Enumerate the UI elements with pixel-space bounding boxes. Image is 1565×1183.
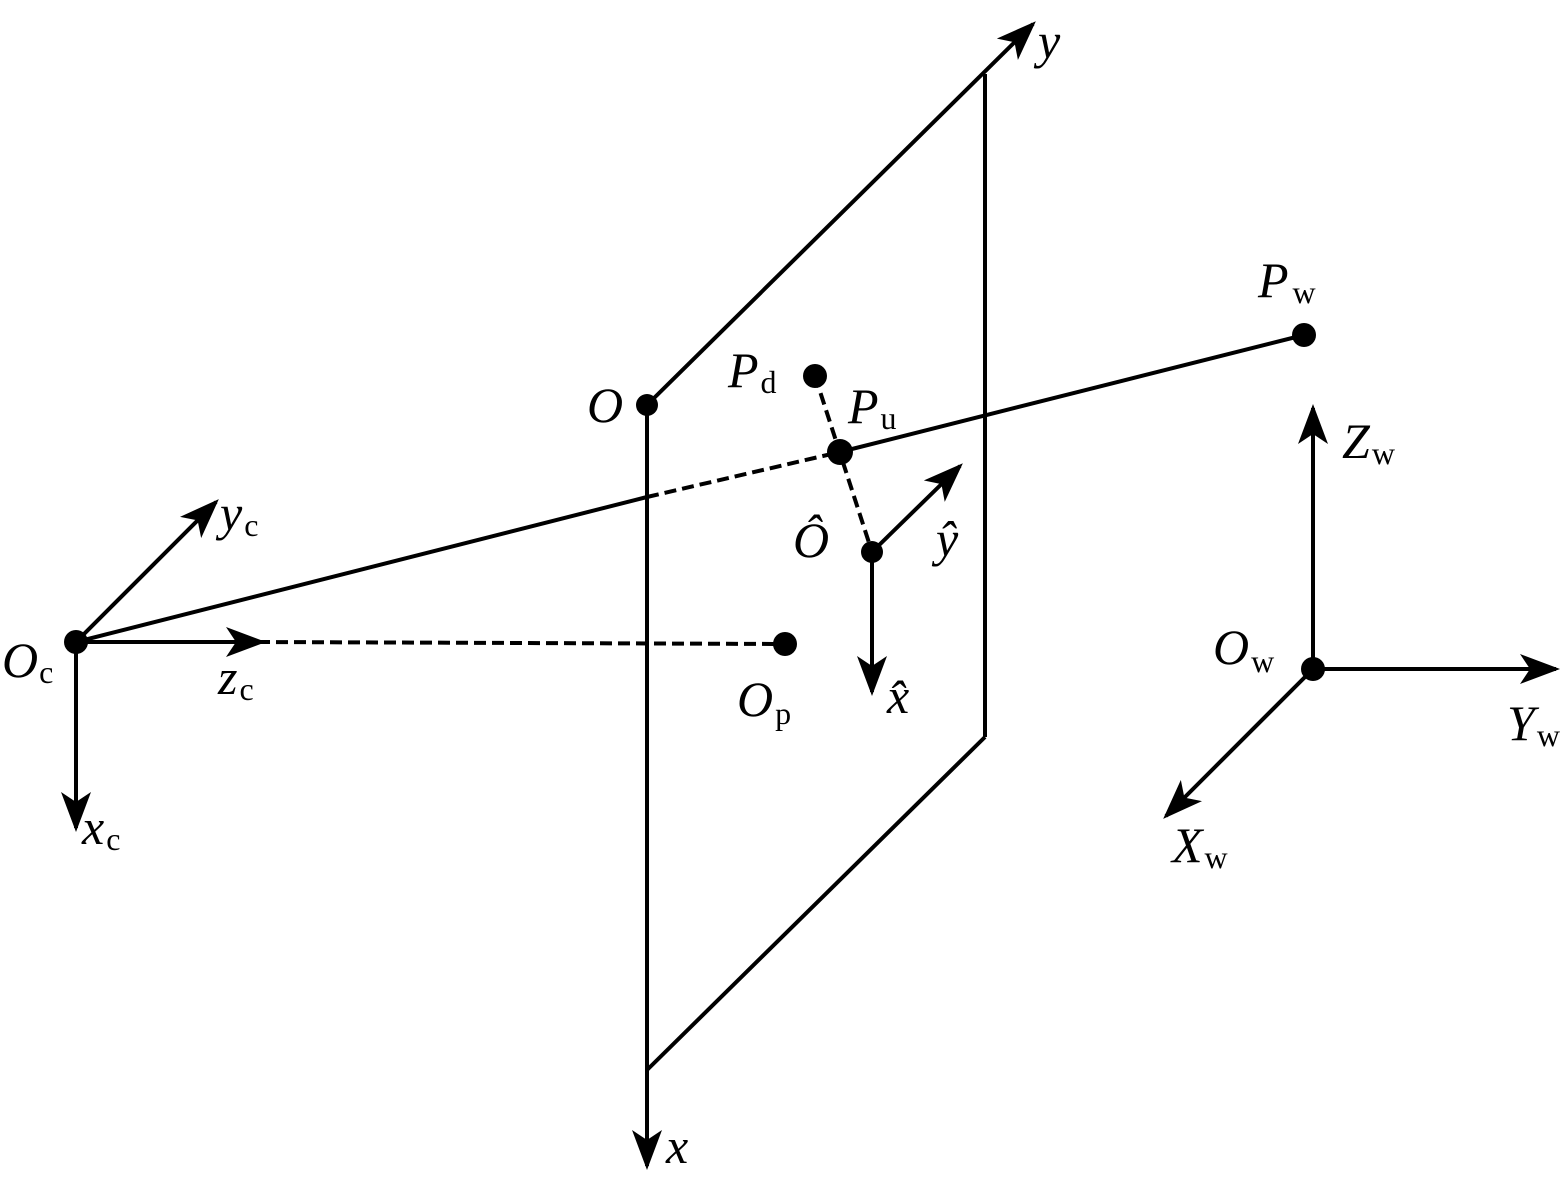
- world-x-label: Xw: [1170, 817, 1228, 875]
- camera-center-dot: [64, 630, 88, 654]
- principal-point-label: Op: [737, 671, 791, 731]
- pixel-x-label: x̂: [886, 668, 909, 724]
- camera-y-axis: [74, 499, 219, 644]
- camera-y-label: yc: [215, 485, 258, 543]
- image-x-label: x: [665, 1118, 688, 1174]
- pixel-origin-label: Ô: [793, 512, 829, 568]
- pixel-frame: [857, 463, 963, 696]
- camera-origin-label: Oc: [2, 632, 53, 690]
- distorted-point-label: Pd: [727, 342, 777, 400]
- camera-x-label: xc: [81, 799, 120, 857]
- world-z-label: Zw: [1342, 413, 1395, 471]
- principal-point-dot: [773, 632, 797, 656]
- world-origin-label: Ow: [1213, 619, 1274, 679]
- world-frame: [1163, 404, 1560, 819]
- pixel-y-axis: [870, 463, 963, 554]
- camera-frame: [61, 499, 266, 832]
- image-plane: [632, 21, 1036, 1170]
- distorted-point-dot: [803, 364, 827, 388]
- world-y-label: Yw: [1507, 695, 1560, 753]
- ray-segment-camera-to-plane: [75, 495, 648, 644]
- image-y-label: y: [1033, 13, 1061, 69]
- optical-axis: [257, 640, 786, 646]
- projection-ray: [75, 333, 1305, 644]
- undistorted-point-label: Pu: [847, 378, 897, 436]
- ray-segment-to-world-point: [839, 333, 1305, 454]
- camera-z-label: zc: [217, 649, 254, 707]
- ray-segment-inside-plane: [646, 450, 841, 499]
- pixel-origin-dot: [861, 541, 883, 563]
- image-origin-label: O: [587, 377, 623, 433]
- world-point-dot: [1292, 323, 1316, 347]
- world-x-axis: [1163, 667, 1315, 819]
- image-plane-bottom-edge: [645, 735, 987, 1072]
- world-origin-dot: [1301, 657, 1325, 681]
- image-plane-y-axis: [645, 21, 1036, 407]
- pixel-y-label: ŷ: [931, 511, 959, 567]
- image-origin-dot: [636, 394, 658, 416]
- undistorted-point-dot: [827, 439, 853, 465]
